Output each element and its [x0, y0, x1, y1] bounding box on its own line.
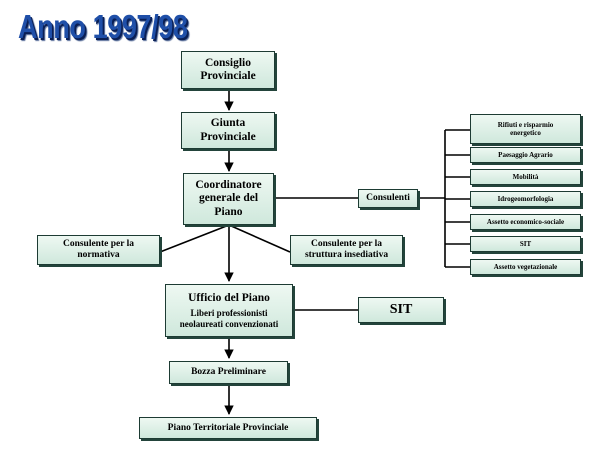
- ufficio-title: Ufficio del Piano: [188, 292, 270, 305]
- node-sit-main: SIT: [358, 297, 444, 323]
- node-consiglio-provinciale: Consiglio Provinciale: [181, 51, 275, 89]
- node-giunta-provinciale: Giunta Provinciale: [181, 112, 275, 149]
- node-ufficio-del-piano: Ufficio del Piano Liberi professionisti …: [165, 284, 293, 337]
- topic-paesaggio-agrario: Paesaggio Agrario: [470, 147, 581, 163]
- link-coordinatore-struttura: [228, 224, 291, 253]
- ufficio-subtitle: Liberi professionisti neolaureati conven…: [179, 308, 279, 329]
- topic-rifiuti: Rifiuti e risparmio energetico: [470, 114, 581, 144]
- link-coordinatore-normativa: [159, 224, 230, 253]
- node-piano-territoriale: Piano Territoriale Provinciale: [139, 417, 317, 439]
- topic-assetto-vegetazionale: Assetto vegetazionale: [470, 259, 581, 275]
- topic-sit: SIT: [470, 236, 581, 252]
- node-consulente-struttura: Consulente per la struttura insediativa: [290, 235, 403, 265]
- topic-idrogeomorfologia: Idrogeomorfologia: [470, 191, 581, 207]
- topic-mobilita: Mobilità: [470, 169, 581, 185]
- node-coordinatore-generale: Coordinatore generale del Piano: [183, 173, 274, 225]
- node-consulenti: Consulenti: [358, 189, 418, 208]
- topic-assetto-economico: Assetto economico-sociale: [470, 214, 581, 230]
- node-consulente-normativa: Consulente per la normativa: [37, 235, 160, 265]
- page-title: Anno 1997/98: [18, 8, 188, 45]
- node-bozza-preliminare: Bozza Preliminare: [169, 361, 288, 384]
